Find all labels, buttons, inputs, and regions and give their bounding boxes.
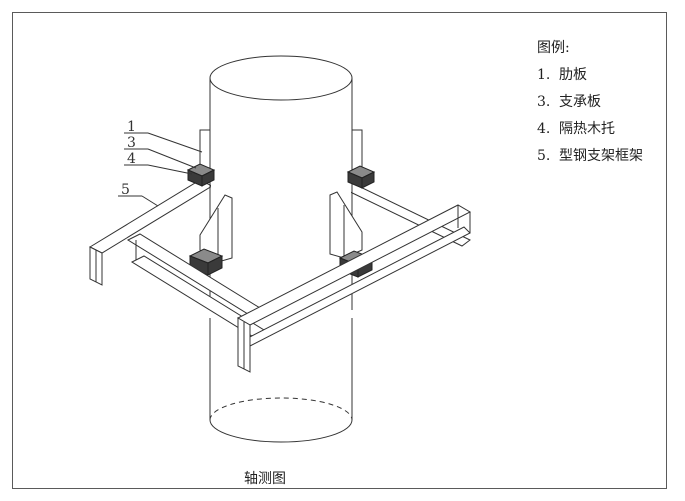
callout-leaders (118, 132, 203, 207)
pipe-upper (209, 55, 353, 165)
callout-3: 3 (127, 135, 136, 151)
drawing-caption: 轴测图 (244, 471, 286, 487)
callout-labels: 1 3 4 5 (121, 119, 136, 198)
callout-4: 4 (127, 151, 136, 167)
rib-plate-right (329, 191, 363, 259)
beam-right-front (236, 204, 472, 373)
legend-title: 图例: (537, 40, 570, 56)
legend-item: 1.肋板 (537, 67, 587, 83)
callout-5: 5 (121, 182, 130, 198)
wood-block-back-right (346, 165, 376, 189)
legend-item: 3.支承板 (537, 94, 601, 110)
callout-1: 1 (127, 119, 136, 135)
drawing-frame (12, 12, 667, 489)
pipe-lower (209, 318, 353, 443)
legend: 图例: 1.肋板 3.支承板 4.隔热木托 5.型钢支架框架 (537, 38, 643, 173)
legend-item: 5.型钢支架框架 (537, 148, 643, 164)
legend-item: 4.隔热木托 (537, 121, 615, 137)
wood-block-front-left (188, 248, 224, 276)
